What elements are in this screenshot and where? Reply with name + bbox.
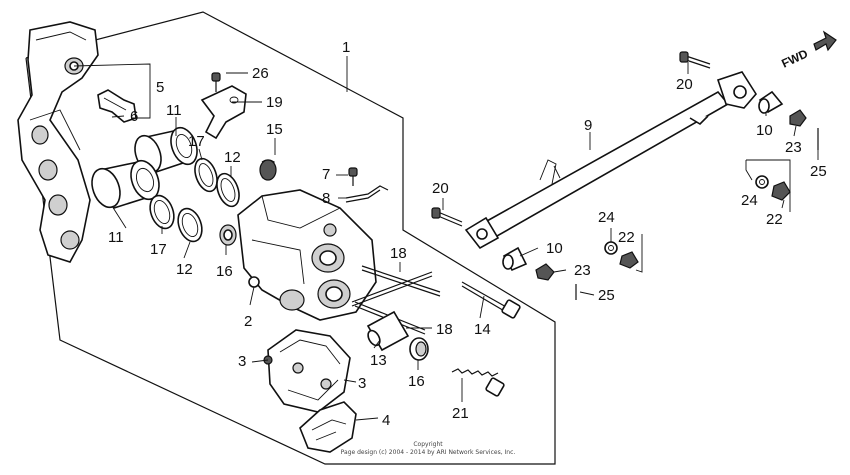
banjo-bolt	[348, 167, 358, 186]
callout-3-left: 3	[238, 353, 246, 370]
nut-upper	[789, 109, 807, 127]
forward-direction-indicator: FWD	[779, 30, 837, 71]
forward-arrow-icon	[813, 30, 837, 52]
callout-26: 26	[252, 65, 269, 82]
seal-upper-12	[216, 172, 240, 208]
callout-19: 19	[266, 94, 283, 111]
seal-lower-17	[149, 194, 175, 230]
bolt-21	[451, 368, 505, 397]
callout-17-lower: 17	[150, 241, 167, 258]
callout-12-upper: 12	[224, 149, 241, 166]
hose-bracket	[200, 85, 247, 140]
callout-13: 13	[370, 352, 387, 369]
seal-lower-12	[177, 207, 203, 243]
seal-upper-17	[194, 157, 218, 193]
nut22-upper	[771, 181, 791, 201]
callout-21: 21	[452, 405, 469, 422]
washer-upper	[755, 175, 769, 189]
pad-spring	[299, 401, 357, 453]
collar-upper	[758, 90, 784, 114]
callout-17-upper: 17	[188, 133, 205, 150]
callout-14: 14	[474, 321, 491, 338]
callout-20-lower: 20	[432, 180, 449, 197]
callout-8: 8	[322, 190, 330, 207]
callout-3-right: 3	[358, 375, 366, 392]
callout-18-upper: 18	[390, 245, 407, 262]
callout-20-upper: 20	[676, 76, 693, 93]
callout-23-upper: 23	[785, 139, 802, 156]
brake-pads	[263, 329, 351, 413]
callout-25-lower: 25	[598, 287, 615, 304]
callout-22-upper: 22	[766, 211, 783, 228]
callout-2: 2	[244, 313, 252, 330]
callout-11-lower: 11	[108, 229, 124, 246]
callout-1: 1	[342, 39, 350, 56]
bolt-20-upper	[679, 51, 711, 69]
callout-labels: 1 2 3 3 4 5 6 7 8 9 10 10 11 11 12 12 13…	[108, 39, 827, 429]
collar-lower	[502, 246, 528, 272]
callout-4: 4	[382, 412, 390, 429]
callout-24-lower: 24	[598, 209, 615, 226]
callout-10-lower: 10	[546, 240, 563, 257]
callout-7: 7	[322, 166, 330, 183]
nut22-lower	[619, 251, 639, 269]
boot-upper	[219, 224, 237, 246]
callout-18-lower: 18	[436, 321, 453, 338]
callout-15: 15	[266, 121, 283, 138]
leader-lines	[73, 56, 819, 421]
copyright-line-1: Copyright	[413, 441, 443, 448]
callout-9: 9	[584, 117, 592, 134]
brake-pipe	[345, 185, 389, 203]
callout-22-lower: 22	[618, 229, 635, 246]
torque-rod	[464, 71, 757, 250]
callout-5: 5	[156, 79, 164, 96]
callout-6: 6	[130, 108, 138, 125]
nut-lower	[535, 263, 555, 281]
callout-25-upper: 25	[810, 163, 827, 180]
boot-lower	[409, 337, 429, 361]
callout-16-upper: 16	[216, 263, 233, 280]
callout-16-lower: 16	[408, 373, 425, 390]
assembly-outline	[25, 11, 556, 465]
callout-24-upper: 24	[741, 192, 758, 209]
pin-upper	[351, 265, 441, 307]
callout-10-upper: 10	[756, 122, 773, 139]
callout-12-lower: 12	[176, 261, 193, 278]
washer-lower	[604, 241, 618, 255]
forward-label: FWD	[779, 46, 810, 70]
spring-part	[259, 159, 277, 181]
bolt-14	[461, 281, 521, 319]
copyright-line-2: Page design (c) 2004 - 2014 by ARI Netwo…	[341, 449, 516, 456]
piston-lower	[91, 159, 160, 209]
sleeve-part	[366, 310, 410, 352]
caliper-bracket	[17, 21, 99, 263]
callout-23-lower: 23	[574, 262, 591, 279]
caliper-body	[237, 189, 377, 321]
bolt-20-lower	[431, 207, 463, 227]
bleeder-screw	[211, 72, 221, 92]
callout-11-upper: 11	[166, 102, 182, 119]
